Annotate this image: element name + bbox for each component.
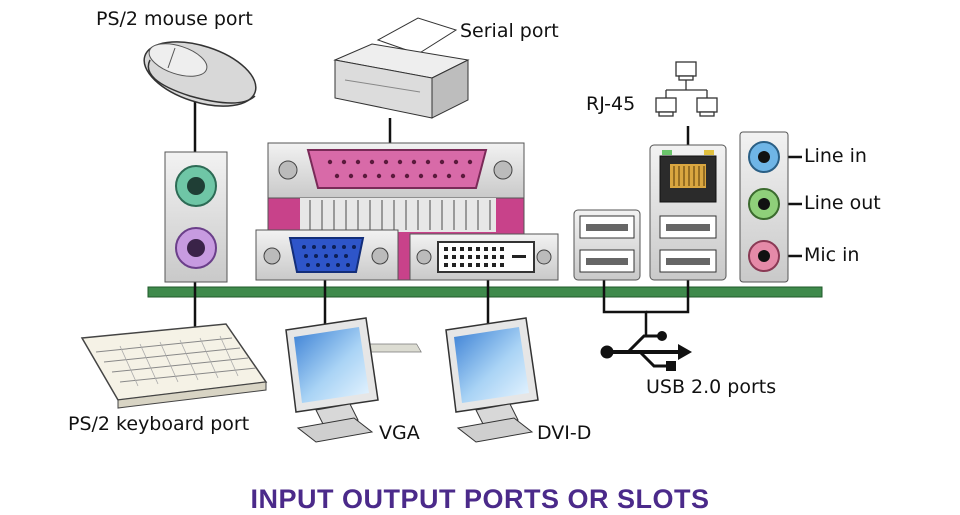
ps2-mouse-port-label: PS/2 mouse port [96,8,253,30]
mouse-icon [143,41,257,107]
usb-symbol-icon [600,331,692,371]
page-title: INPUT OUTPUT PORTS OR SLOTS [250,484,710,514]
vga-port-plate [255,229,399,281]
motherboard-strip [147,286,823,298]
io-ports-diagram: PS/2 mouse port Serial port RJ-45 Line i… [68,8,881,514]
ps2-keyboard-port-label: PS/2 keyboard port [68,413,250,435]
audio-jack-panel [739,131,789,283]
usb-port-stack-left [573,209,641,281]
vga-label: VGA [379,422,420,444]
line-in-label: Line in [804,145,867,167]
rj45-port [659,155,717,203]
mic-in-label: Mic in [804,244,860,266]
usb-ports-label: USB 2.0 ports [646,376,777,398]
monitor-vga-icon [285,317,379,443]
network-icon [655,61,718,117]
monitor-dvi-icon [445,317,539,443]
line-out-label: Line out [804,192,881,214]
ps2-port-bracket [164,151,228,283]
rj45-usb-stack [649,144,727,281]
dvi-port-plate [409,233,559,281]
printer-icon [333,17,470,119]
keyboard-icon [80,323,422,409]
dvi-d-label: DVI-D [537,422,592,444]
rj45-label: RJ-45 [586,93,636,115]
serial-port-label: Serial port [460,20,559,42]
parallel-port [306,149,488,189]
